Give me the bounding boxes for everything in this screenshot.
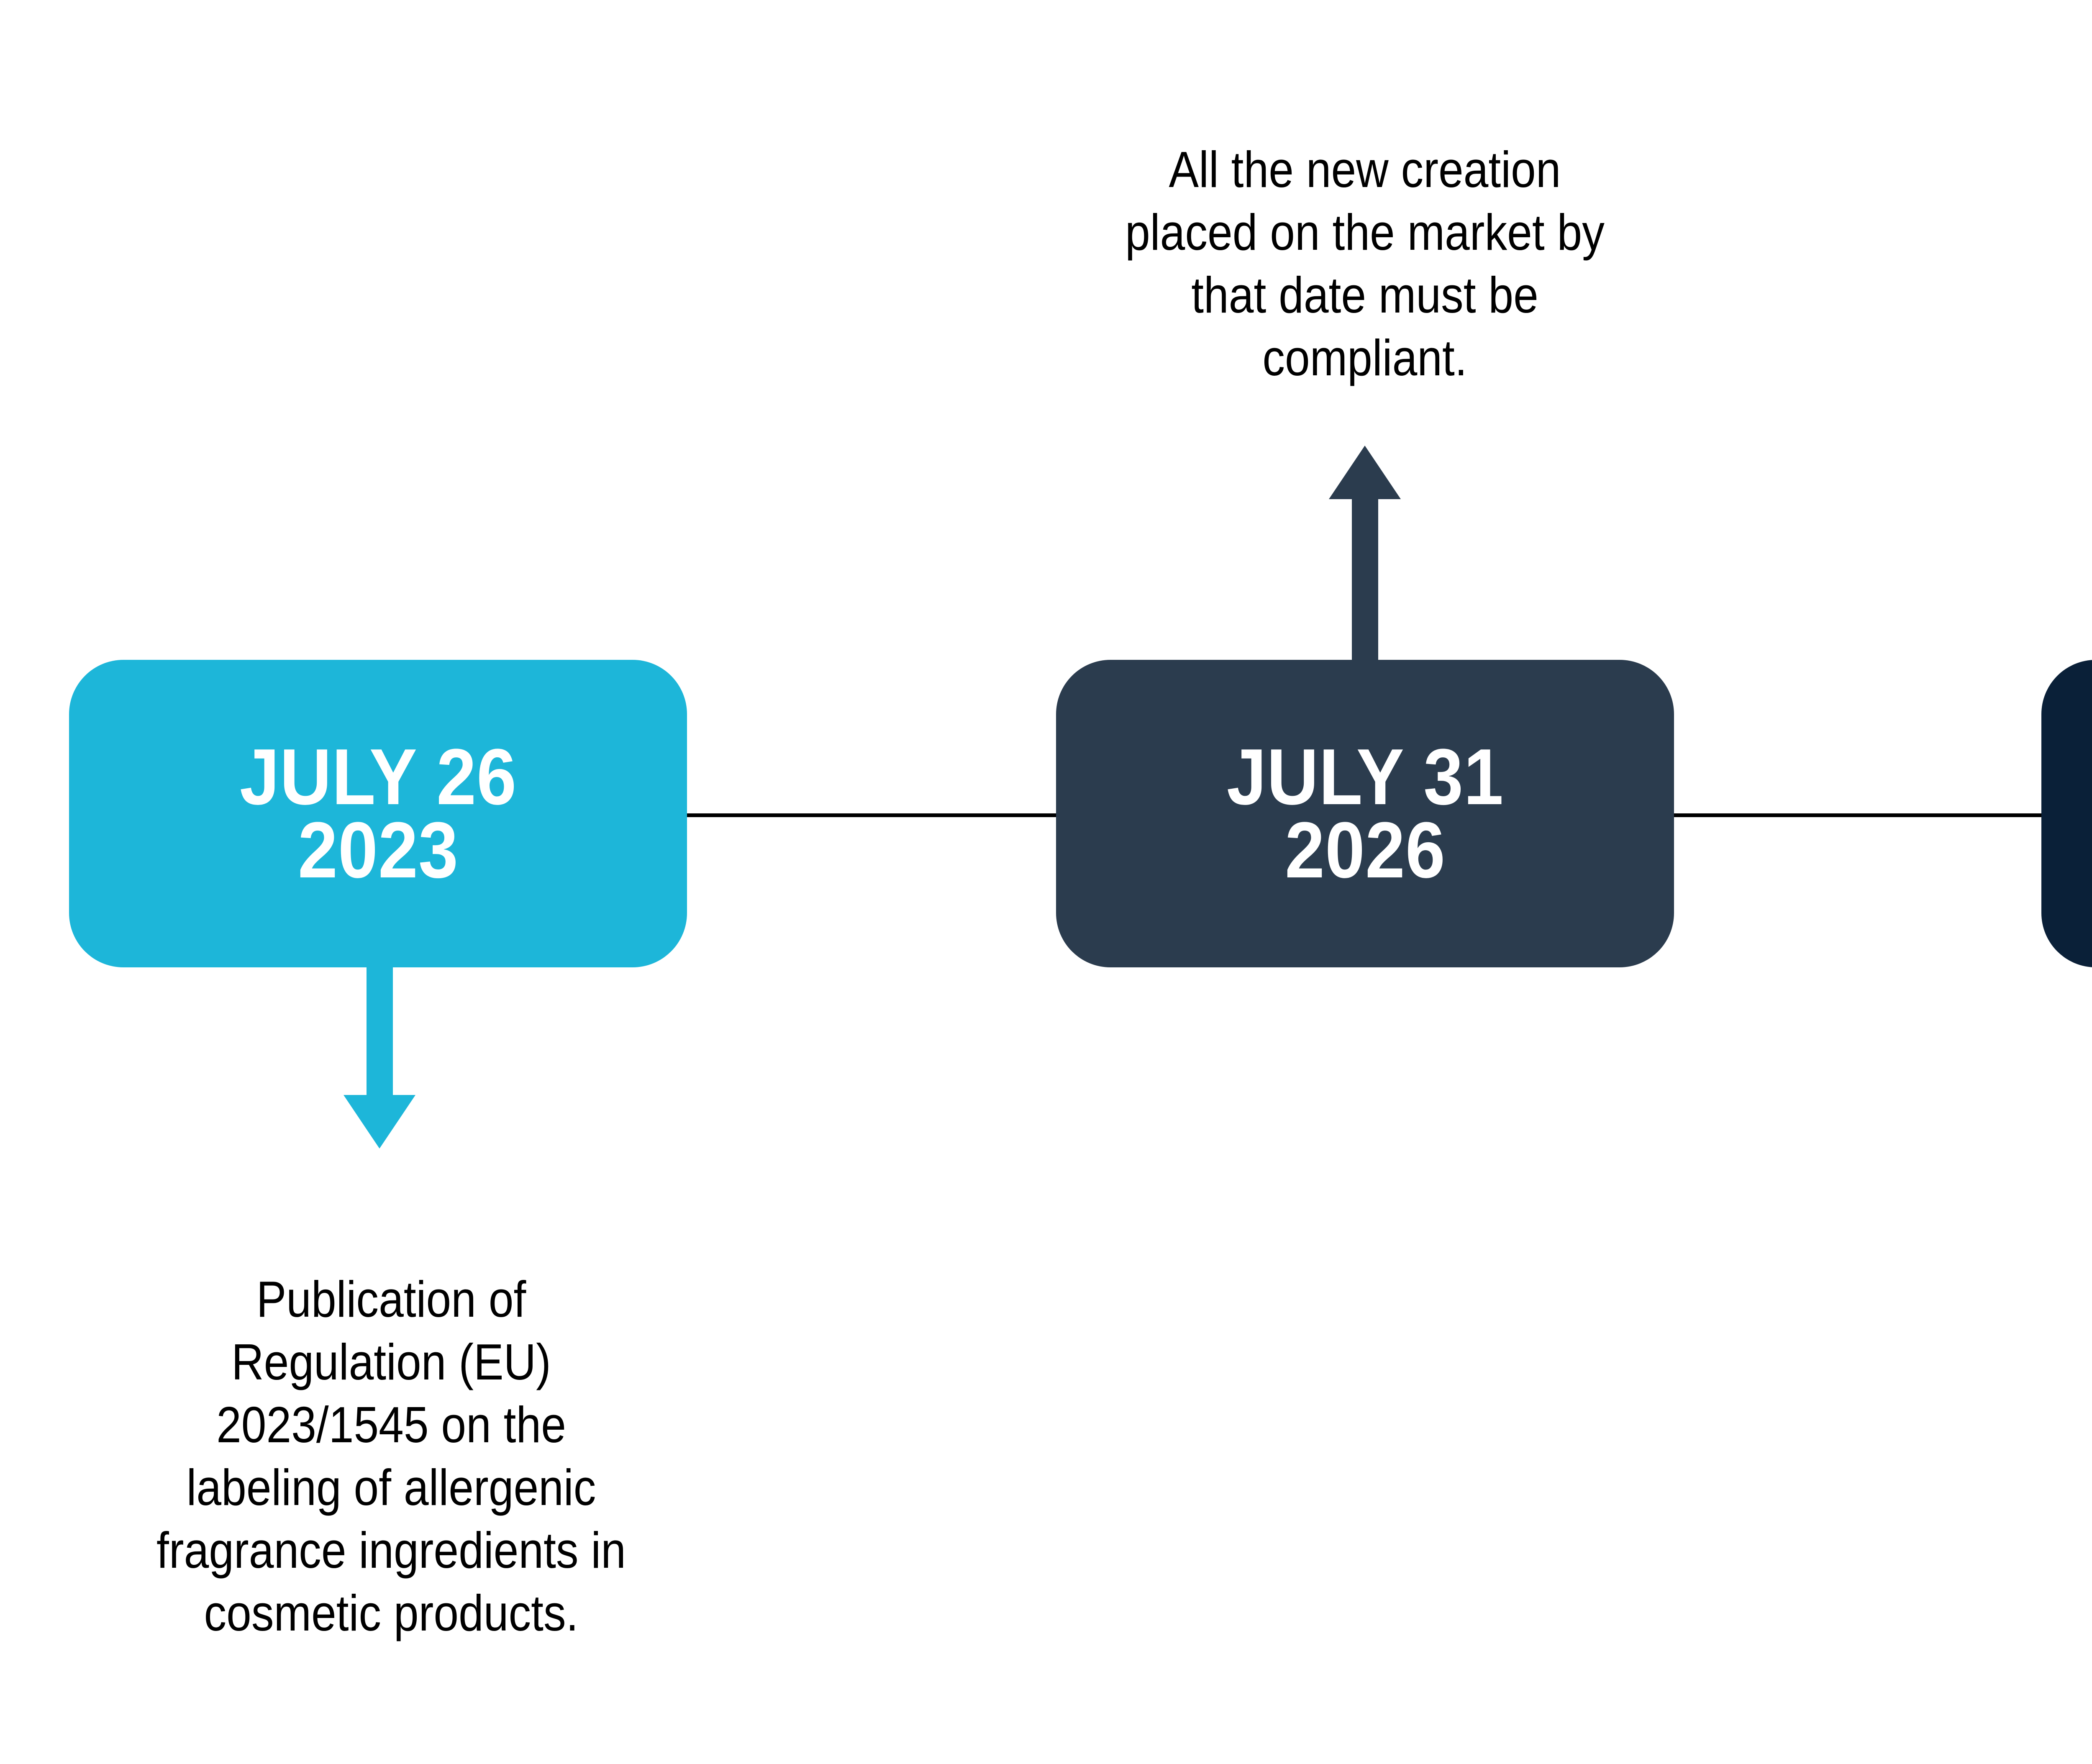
milestone-2-date-line1: JULY 31 <box>1226 732 1504 821</box>
milestone-2-date-box: JULY 31 2026 <box>1056 660 1674 967</box>
milestone-3-date-box: JULY 31 2028 <box>2041 660 2092 967</box>
milestone-3-description: Withdrawal from the market of non-compli… <box>2036 1268 2092 1456</box>
description-line: Publication of <box>256 1271 526 1328</box>
description-line: 2023/1545 on the <box>216 1396 566 1453</box>
milestone-2-description: All the new creation placed on the marke… <box>1052 138 1678 389</box>
description-line: products. <box>2036 1393 2092 1456</box>
milestone-2-up-arrow-stem <box>1352 499 1378 660</box>
description-line: labeling of allergenic <box>186 1459 596 1516</box>
description-line: All the new creation <box>1169 141 1561 198</box>
milestone-2-up-arrow-icon <box>1329 446 1401 499</box>
description-line: market of non-compliant <box>2036 1331 2092 1393</box>
milestone-2-date: JULY 31 2026 <box>1226 732 1504 895</box>
milestone-1-down-arrow-icon <box>344 1095 415 1149</box>
description-line: cosmetic products. <box>204 1585 579 1641</box>
milestone-1-date-box: JULY 26 2023 <box>69 660 687 967</box>
description-line: compliant. <box>1262 329 1467 386</box>
description-line: placed on the market by <box>1125 204 1605 261</box>
description-line: that date must be <box>1191 267 1538 323</box>
milestone-1-description: Publication of Regulation (EU) 2023/1545… <box>78 1268 704 1644</box>
milestone-2-date-line2: 2026 <box>1284 805 1446 895</box>
milestone-1-date: JULY 26 2023 <box>239 732 517 895</box>
description-line: Regulation (EU) <box>231 1333 551 1390</box>
description-line: Withdrawal from the <box>2036 1268 2092 1331</box>
milestone-1-down-arrow-stem <box>367 967 393 1095</box>
milestone-1-date-line1: JULY 26 <box>239 732 517 821</box>
description-line: fragrance ingredients in <box>156 1522 626 1579</box>
milestone-1-date-line2: 2023 <box>297 805 459 895</box>
